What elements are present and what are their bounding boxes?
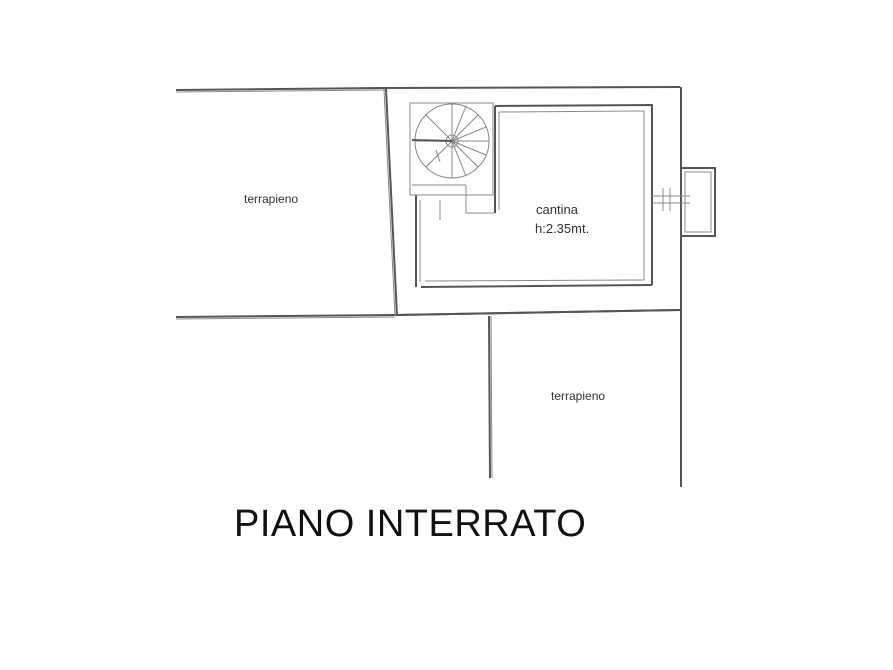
cantina-room xyxy=(396,103,681,316)
terrapieno-label-bottom: terrapieno xyxy=(551,389,605,403)
floor-title: PIANO INTERRATO xyxy=(234,503,587,545)
terrapieno-top-left-area xyxy=(383,88,398,317)
terrapieno-label-top: terrapieno xyxy=(244,192,298,206)
cantina-label: cantina xyxy=(536,202,579,217)
cantina-height-label: h:2.35mt. xyxy=(535,221,589,236)
spiral-staircase xyxy=(409,102,494,196)
window xyxy=(652,167,716,237)
terrapieno-bottom-right-area xyxy=(488,315,493,479)
